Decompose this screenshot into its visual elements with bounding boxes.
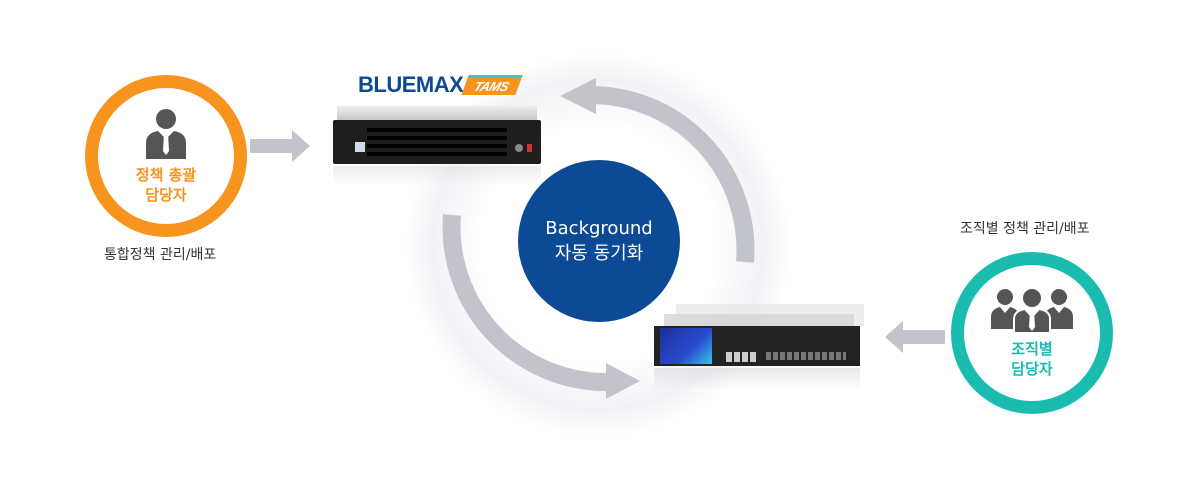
tams-server-image bbox=[333, 106, 541, 186]
right-arrow bbox=[250, 130, 310, 162]
center-line-2: 자동 동기화 bbox=[554, 243, 644, 264]
org-admin-label-1: 조직별 bbox=[1011, 340, 1053, 358]
policy-admin-label-1: 정책 총괄 bbox=[135, 166, 197, 184]
left-arrow bbox=[885, 321, 945, 353]
group-icon bbox=[991, 287, 1073, 333]
background-sync-circle: Background 자동 동기화 bbox=[518, 160, 680, 322]
bluemax-tams-logo: BLUEMAX TAMS bbox=[358, 72, 523, 98]
logo-brand: BLUEMAX bbox=[358, 72, 464, 97]
bottom-arc-arrow bbox=[442, 214, 613, 392]
firewall-appliance-image bbox=[654, 300, 864, 390]
person-icon bbox=[146, 109, 186, 159]
org-admin-caption: 조직별 정책 관리/배포 bbox=[960, 221, 1090, 237]
top-arrowhead bbox=[560, 78, 596, 114]
policy-admin-circle: 정책 총괄 담당자 bbox=[85, 75, 247, 237]
policy-admin-caption: 통합정책 관리/배포 bbox=[104, 247, 217, 263]
logo-product: TAMS bbox=[461, 75, 523, 95]
bottom-arrowhead bbox=[606, 363, 640, 399]
policy-admin-label-2: 담당자 bbox=[145, 186, 187, 204]
org-admin-label-2: 담당자 bbox=[1011, 360, 1053, 378]
org-admin-circle: 조직별 담당자 bbox=[951, 252, 1113, 414]
center-line-1: Background bbox=[545, 218, 653, 239]
top-arc-arrow bbox=[589, 85, 755, 263]
